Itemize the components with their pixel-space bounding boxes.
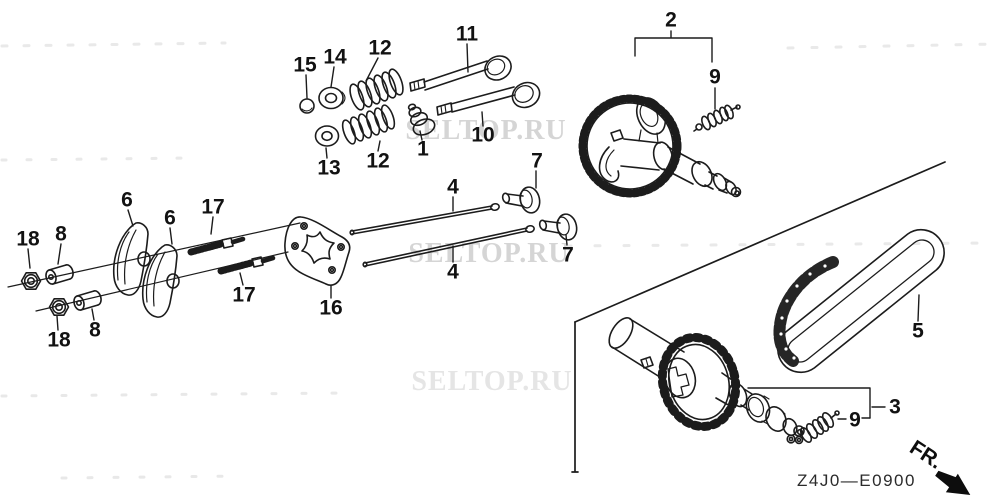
push-rod-upper [349, 202, 500, 236]
camshaft-assembly-lower [608, 317, 805, 444]
spring-retainer-upper [318, 86, 346, 110]
part-label-9: 9 [709, 65, 721, 89]
part-label-5: 5 [912, 319, 924, 343]
valve-spring-seat [407, 103, 436, 136]
valve-spring-lower [341, 104, 396, 145]
part-label-14: 14 [323, 45, 347, 69]
valve-exhaust [436, 81, 541, 116]
scan-noise [0, 41, 998, 480]
watermark: SELTOP.RU [411, 366, 573, 397]
part-label-12: 12 [366, 149, 390, 173]
part-label-4: 4 [447, 260, 459, 284]
part-label-17: 17 [201, 195, 225, 219]
part-label-18: 18 [16, 227, 40, 251]
leader-lines [27, 30, 920, 420]
rocker-arm-left [112, 222, 151, 296]
part-label-16: 16 [319, 296, 343, 320]
camshaft-gear-assembly [578, 94, 742, 198]
part-label-13: 13 [317, 156, 341, 180]
inset-border [571, 161, 946, 473]
part-label-12: 12 [368, 36, 392, 60]
timing-chain [773, 228, 945, 374]
diagram-code: Z4J0—E0900 [797, 471, 916, 490]
part-label-7: 7 [562, 243, 574, 267]
valve-intake [409, 55, 512, 92]
guide-plate [284, 216, 351, 286]
part-label-3: 3 [889, 395, 901, 419]
push-rod-lower [362, 224, 535, 268]
part-label-4: 4 [447, 175, 459, 199]
adjusting-stud-upper [187, 236, 246, 256]
fr-direction-marker: FR. [900, 436, 982, 499]
part-label-8: 8 [89, 318, 101, 342]
part-label-11: 11 [455, 22, 479, 46]
valve-lifter-upper [501, 186, 541, 214]
decompressor-spring-lower [794, 410, 840, 445]
part-label-7: 7 [531, 149, 543, 173]
part-label-15: 15 [293, 53, 317, 77]
part-label-8: 8 [55, 222, 67, 246]
part-label-2: 2 [665, 8, 677, 32]
pivot-nut-upper [45, 264, 74, 285]
part-label-18: 18 [47, 328, 71, 352]
part-label-10: 10 [471, 123, 495, 147]
part-label-9: 9 [849, 408, 861, 432]
part-label-1: 1 [417, 137, 429, 161]
valve-stem-cap [299, 98, 315, 114]
fr-arrow-icon [934, 470, 971, 495]
part-label-6: 6 [164, 206, 176, 230]
part-label-6: 6 [121, 188, 133, 212]
valve-spring-upper [349, 68, 404, 111]
spring-retainer-lower [314, 125, 340, 147]
hex-nut-upper [20, 272, 42, 290]
watermark: SELTOP.RU [408, 238, 570, 269]
decompressor-spring-upper [693, 104, 741, 132]
part-label-17: 17 [232, 283, 256, 307]
